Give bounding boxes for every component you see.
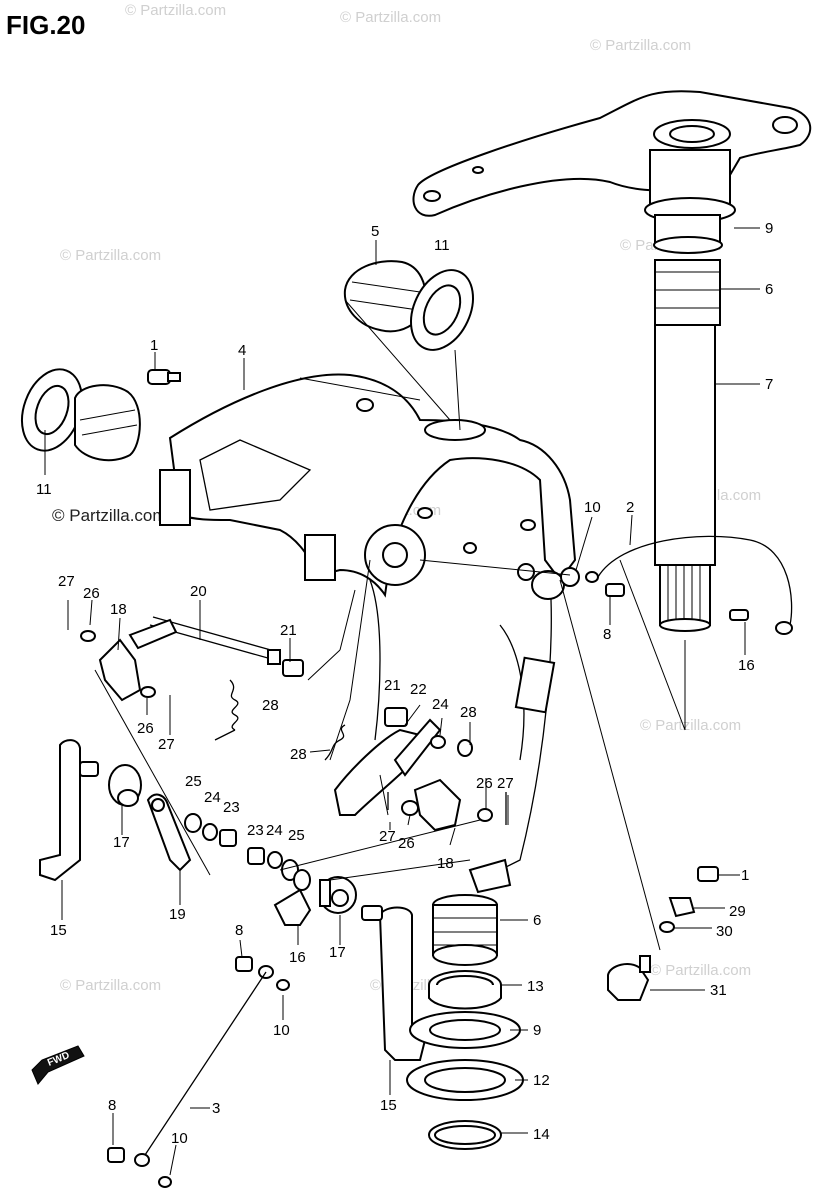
part-label: 20	[190, 583, 207, 600]
part-label: 12	[533, 1072, 550, 1089]
part-label: 27	[58, 573, 75, 590]
part-label: 26	[476, 775, 493, 792]
watermark: © Partzilla.com	[60, 977, 161, 994]
part-label: 11	[434, 237, 450, 254]
part-label: 22	[410, 681, 427, 698]
part-label: 10	[584, 499, 601, 516]
watermark: © Partzilla.com	[640, 717, 741, 734]
watermark: © Partzilla.com	[60, 247, 161, 264]
part-label: 6	[533, 912, 541, 929]
part-label: 23	[223, 799, 240, 816]
washer-stack-right	[247, 847, 299, 881]
part-label: 17	[329, 944, 346, 961]
part-label: 2	[626, 499, 634, 516]
lever-lower-center	[387, 778, 507, 832]
part-label: 8	[603, 626, 611, 643]
part-label: 14	[533, 1126, 550, 1143]
plate-19	[146, 793, 192, 872]
part-label: 21	[384, 677, 401, 694]
steering-shaft	[412, 90, 812, 632]
tilt-shaft	[128, 616, 281, 665]
part-label: 17	[113, 834, 130, 851]
ground-cable-upper	[560, 535, 793, 635]
part-label: 15	[50, 922, 67, 939]
tilt-lock-lever-right	[361, 905, 427, 1061]
part-number-labels: 1 1 2 3 4 5 6 6 7 8 8 8 9 9 10 10 10 11 …	[36, 220, 773, 1147]
washer-stack-left	[184, 813, 237, 847]
lever-16-lower	[273, 869, 312, 926]
part-label: 29	[729, 903, 746, 920]
part-label: 15	[380, 1097, 397, 1114]
part-label: 24	[266, 822, 283, 839]
part-label: 28	[262, 697, 279, 714]
part-label: 21	[280, 622, 297, 639]
bushing-17-right	[319, 876, 357, 914]
part-label: 5	[371, 223, 379, 240]
watermark: © Partzilla.com	[590, 37, 691, 54]
part-label: 16	[738, 657, 755, 674]
part-label: 27	[497, 775, 514, 792]
part-label: 13	[527, 978, 544, 995]
part-label: 7	[765, 376, 773, 393]
part-label: 10	[273, 1022, 290, 1039]
watermark: © Partzilla.com	[340, 9, 441, 26]
lever-left	[80, 630, 156, 702]
part-label: 18	[437, 855, 454, 872]
part-label: 23	[247, 822, 264, 839]
part-label: 28	[290, 746, 307, 763]
part-label: 8	[235, 922, 243, 939]
tilt-lock-lever-left	[39, 739, 99, 882]
fastener-stack-right	[607, 866, 719, 1001]
part-label: 26	[398, 835, 415, 852]
spring-center	[324, 724, 346, 761]
watermark: © Partzilla.com	[125, 2, 226, 19]
part-label: 26	[137, 720, 154, 737]
bushing-stack	[406, 894, 524, 1150]
bushing-17-left	[108, 764, 142, 807]
part-label: 27	[158, 736, 175, 753]
bushing-21-lower	[384, 707, 408, 727]
part-label: 3	[212, 1100, 220, 1117]
spring-left	[214, 679, 239, 741]
part-label: 28	[460, 704, 477, 721]
part-label: 19	[169, 906, 186, 923]
part-label: 4	[238, 342, 246, 359]
bushing-21-upper	[282, 659, 304, 677]
leader-lines	[44, 227, 760, 1176]
part-label: 26	[83, 585, 100, 602]
swivel-bracket	[159, 373, 577, 894]
part-label: 8	[108, 1097, 116, 1114]
part-label: 31	[710, 982, 727, 999]
part-label: 1	[150, 337, 158, 354]
figure-title: FIG.20	[6, 10, 85, 40]
forward-arrow-icon: FWD	[31, 1045, 85, 1085]
part-label: 9	[533, 1022, 541, 1039]
part-label: 1	[741, 867, 749, 884]
watermark: © Partzilla.com	[52, 506, 167, 525]
part-label: 27	[379, 828, 396, 845]
part-label: 30	[716, 923, 733, 940]
part-label: 16	[289, 949, 306, 966]
part-label: 25	[185, 773, 202, 790]
part-label: 9	[765, 220, 773, 237]
part-label: 10	[171, 1130, 188, 1147]
part-label: 24	[204, 789, 221, 806]
part-label: 18	[110, 601, 127, 618]
lever-center	[333, 718, 473, 816]
bushing-upper	[343, 260, 474, 351]
part-label: 24	[432, 696, 449, 713]
ground-cable-lower	[107, 956, 290, 1188]
part-label: 6	[765, 281, 773, 298]
part-label: 25	[288, 827, 305, 844]
watermark: © Partzilla.com	[650, 962, 751, 979]
bolt-top	[147, 369, 181, 385]
part-label: 11	[36, 481, 52, 498]
bushing-left	[21, 368, 141, 462]
